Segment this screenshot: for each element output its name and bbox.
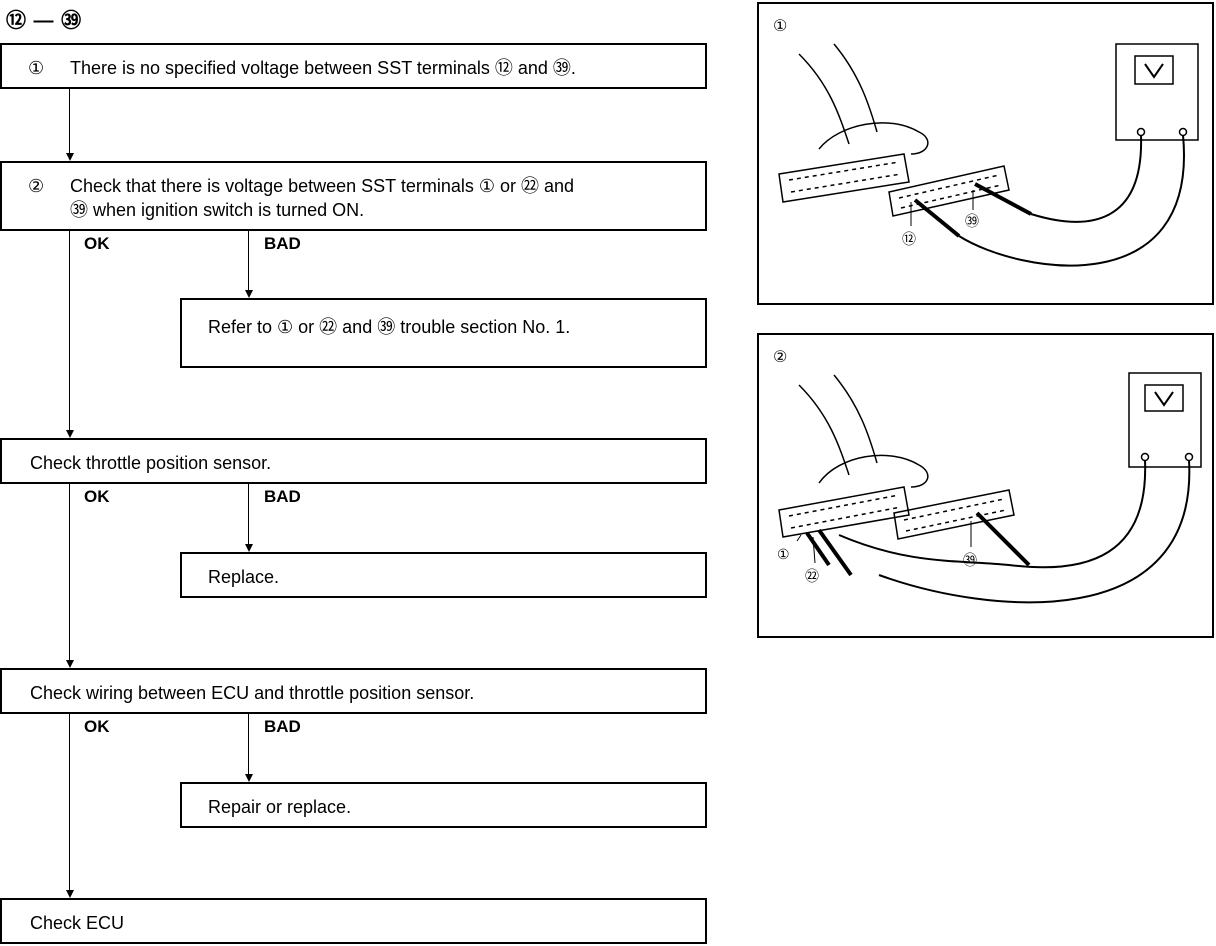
bad1-box: Refer to ① or ㉒ and ㊴ trouble section No… [180,298,707,368]
probe-wire-positive [878,459,1191,604]
probe-39 [975,511,1031,567]
probe-wire-positive [958,134,1185,267]
hand-outline [818,122,929,155]
arrow-ok2 [66,660,74,668]
sst-connector-left [778,486,910,538]
step2-marker: ② [28,176,45,196]
terminal-label-22: ㉒ [805,568,819,584]
step1-marker: ① [28,58,45,78]
bad3-box: Repair or replace. [180,782,707,828]
step3-text: Check throttle position sensor. [30,453,272,473]
ok-label-1: OK [84,234,110,253]
connector-bad1 [248,231,249,291]
step2-line2: ㊴ when ignition switch is turned ON. [70,200,365,220]
connector-ok2 [69,484,70,661]
connector-ok3 [69,714,70,891]
step2-box: ② Check that there is voltage between SS… [0,161,707,231]
voltmeter-icon [1115,43,1199,141]
figure-1-tag: ① [773,18,788,35]
harness-cable [798,43,878,145]
figure-2-illustration: ① ㉒ ㊴ [777,372,1202,604]
terminal-label-12: ⑫ [902,231,916,247]
step3-box: Check throttle position sensor. [0,438,707,484]
step1-box: ① There is no specified voltage between … [0,43,707,89]
probe-positive [913,198,961,238]
step4-box: Check wiring between ECU and throttle po… [0,668,707,714]
step5-box: Check ECU [0,898,707,944]
arrow-ok3 [66,890,74,898]
harness-cable [798,374,878,476]
connector-ok1 [69,231,70,431]
connector-bad2 [248,484,249,545]
ok-label-3: OK [84,717,110,736]
arrow-bad2 [245,544,253,552]
bad1-text: Refer to ① or ㉒ and ㊴ trouble section No… [208,317,571,337]
probe-negative [974,182,1032,216]
connector-1-2 [69,89,70,154]
bad-label-2: BAD [264,487,301,506]
step2-line1: Check that there is voltage between SST … [70,176,575,196]
connector-bad3 [248,714,249,775]
ok-label-2: OK [84,487,110,506]
arrow-1-2 [66,153,74,161]
probe-wire-negative [838,459,1147,569]
step1-text: There is no specified voltage between SS… [70,58,576,78]
bad-label-1: BAD [264,234,301,253]
hand-outline [818,454,929,488]
terminal-label-1: ① [777,546,790,562]
step4-text: Check wiring between ECU and throttle po… [30,683,475,703]
terminal-label-39: ㊴ [965,213,979,229]
probe-negative-left [805,531,831,567]
figure-panel-2: ② ① ㉒ ㊴ [757,333,1214,638]
arrow-bad1 [245,290,253,298]
terminal-label-39: ㊴ [963,552,977,568]
figure-1-illustration: ⑫ ㊴ [778,43,1199,267]
sst-connector-right [893,489,1015,540]
arrow-ok1 [66,430,74,438]
arrow-bad3 [245,774,253,782]
bad2-box: Replace. [180,552,707,598]
page-heading: ⑫ — ㊴ [6,10,83,32]
bad3-text: Repair or replace. [208,797,352,817]
figure-2-tag: ② [773,349,788,366]
voltmeter-icon [1128,372,1202,468]
sst-connector-left [778,153,910,203]
bad-label-3: BAD [264,717,301,736]
probe-wire-negative [1030,134,1143,223]
probe-positive [817,528,853,577]
step5-text: Check ECU [30,913,125,933]
figure-panel-1: ① ⑫ ㊴ [757,2,1214,305]
bad2-text: Replace. [208,567,280,587]
